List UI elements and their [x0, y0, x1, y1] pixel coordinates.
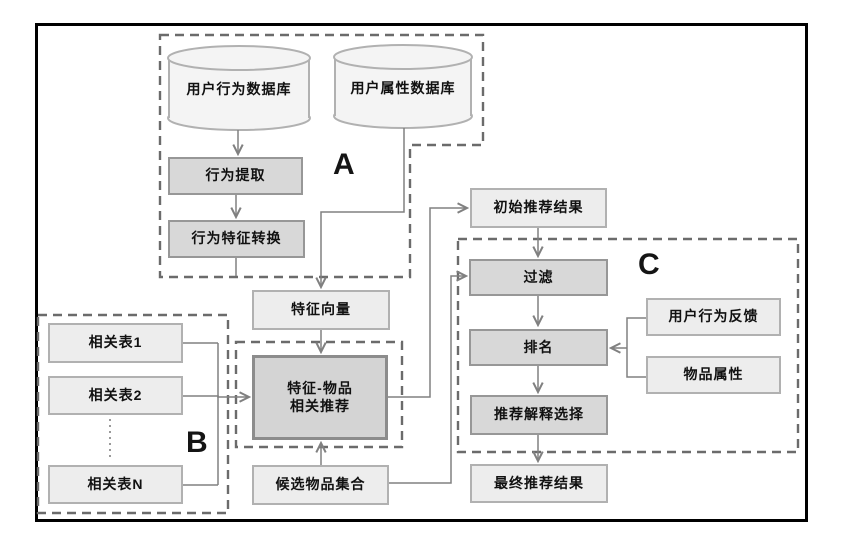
- group-b-outline: [36, 313, 230, 515]
- user-attr-db-cylinder: [333, 44, 473, 129]
- node-related-table-2: 相关表2: [48, 376, 183, 415]
- node-label: 排名: [523, 338, 554, 355]
- node-label: 特征-物品 相关推荐: [287, 380, 353, 415]
- group-c-label: C: [638, 248, 660, 281]
- connector-feedback-attr-bracket: [626, 317, 646, 378]
- node-label: 最终推荐结果: [494, 474, 584, 491]
- node-ranking: 排名: [469, 329, 608, 366]
- node-item-attribute: 物品属性: [646, 356, 781, 394]
- node-filter: 过滤: [469, 259, 608, 296]
- connector-attrdb-to-featurevector: [321, 128, 405, 287]
- node-related-table-1: 相关表1: [48, 323, 183, 363]
- node-feature-vector: 特征向量: [252, 290, 390, 330]
- node-label: 行为特征转换: [191, 230, 282, 247]
- node-label: 物品属性: [683, 366, 744, 383]
- node-rec-explain-select: 推荐解释选择: [470, 395, 608, 435]
- node-behavior-feature-convert: 行为特征转换: [168, 220, 305, 258]
- user-behavior-db-cylinder: [167, 45, 311, 131]
- group-c-outline: [456, 237, 800, 454]
- node-candidate-item-set: 候选物品集合: [252, 465, 389, 505]
- node-label: 用户属性数据库: [350, 80, 456, 96]
- node-label-line1: 特征-物品: [287, 380, 353, 396]
- node-label: 相关表2: [88, 386, 143, 403]
- node-label: 初始推荐结果: [493, 199, 584, 216]
- node-label: 用户行为反馈: [668, 308, 759, 325]
- group-a-label: A: [333, 148, 355, 181]
- node-user-attr-db: 用户属性数据库: [336, 75, 470, 101]
- node-final-rec-result: 最终推荐结果: [470, 464, 608, 503]
- node-user-behavior-feedback: 用户行为反馈: [646, 298, 781, 336]
- node-label: 用户行为数据库: [186, 81, 292, 97]
- node-label: 相关表1: [88, 334, 143, 351]
- node-label: 推荐解释选择: [494, 406, 584, 423]
- node-label: 特征向量: [291, 301, 351, 318]
- group-a-outline: [158, 33, 485, 279]
- node-related-table-n: 相关表N: [48, 465, 183, 504]
- node-user-behavior-db: 用户行为数据库: [170, 76, 308, 102]
- node-label-line2: 相关推荐: [289, 397, 350, 414]
- node-label: 过滤: [523, 268, 554, 285]
- node-feature-item-rec: 特征-物品 相关推荐: [252, 355, 388, 440]
- node-label: 行为提取: [205, 167, 266, 184]
- node-label: 候选物品集合: [275, 476, 366, 493]
- connector-candidate-to-filter: [389, 276, 466, 484]
- node-initial-rec-result: 初始推荐结果: [470, 188, 607, 228]
- node-behavior-extract: 行为提取: [168, 157, 303, 195]
- connector-bus-to-featureitem: [183, 396, 249, 397]
- node-label: 相关表N: [87, 475, 144, 492]
- group-b-label: B: [186, 426, 208, 459]
- connector-featureitem-to-initial: [388, 208, 467, 398]
